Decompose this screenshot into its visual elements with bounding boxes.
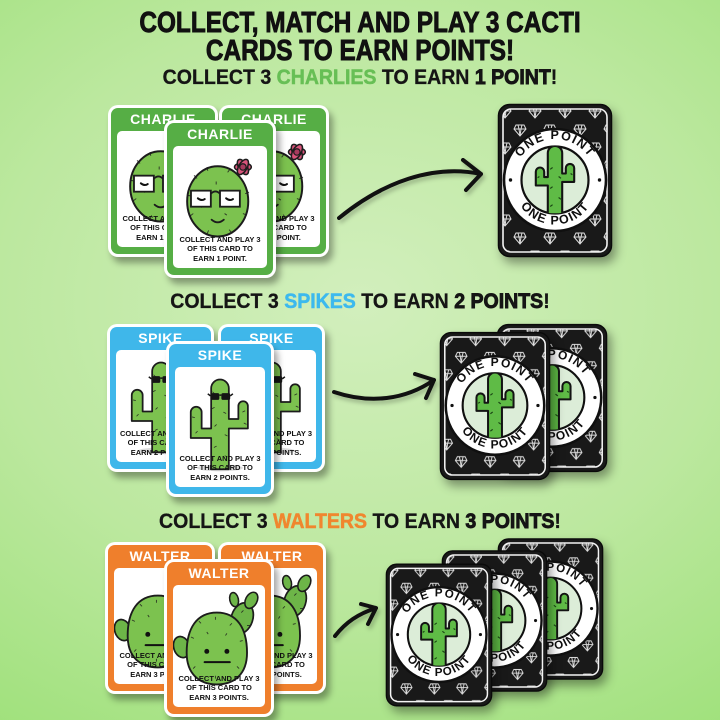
charlie-section-header: COLLECT 3 CHARLIES TO EARN 1 POINT! bbox=[162, 66, 558, 90]
spike-section-header: COLLECT 3 SPIKES TO EARN 2 POINTS! bbox=[170, 290, 550, 314]
walter-highlight: WALTERS bbox=[273, 510, 368, 534]
arrow-icon bbox=[332, 372, 436, 401]
point-card bbox=[497, 103, 613, 258]
page-title: COLLECT, MATCH AND PLAY 3 CACTI CARDS TO… bbox=[58, 7, 663, 67]
point-card bbox=[385, 558, 493, 712]
card-title: WALTER bbox=[188, 565, 250, 581]
charlie-cactus-icon bbox=[174, 154, 266, 238]
walter-section-header: COLLECT 3 WALTERS TO EARN 3 POINTS! bbox=[159, 510, 561, 534]
card-title: SPIKE bbox=[197, 347, 243, 363]
spike-highlight: SPIKES bbox=[284, 290, 356, 314]
page-title-line1: COLLECT, MATCH AND PLAY 3 CACTI bbox=[139, 7, 581, 39]
card-title: CHARLIE bbox=[187, 126, 253, 142]
charlie-highlight: CHARLIES bbox=[276, 66, 377, 90]
page-title-line2: CARDS TO EARN POINTS! bbox=[205, 35, 515, 67]
arrow-icon bbox=[337, 158, 483, 220]
arrow-icon bbox=[333, 602, 378, 638]
point-card bbox=[439, 329, 551, 483]
